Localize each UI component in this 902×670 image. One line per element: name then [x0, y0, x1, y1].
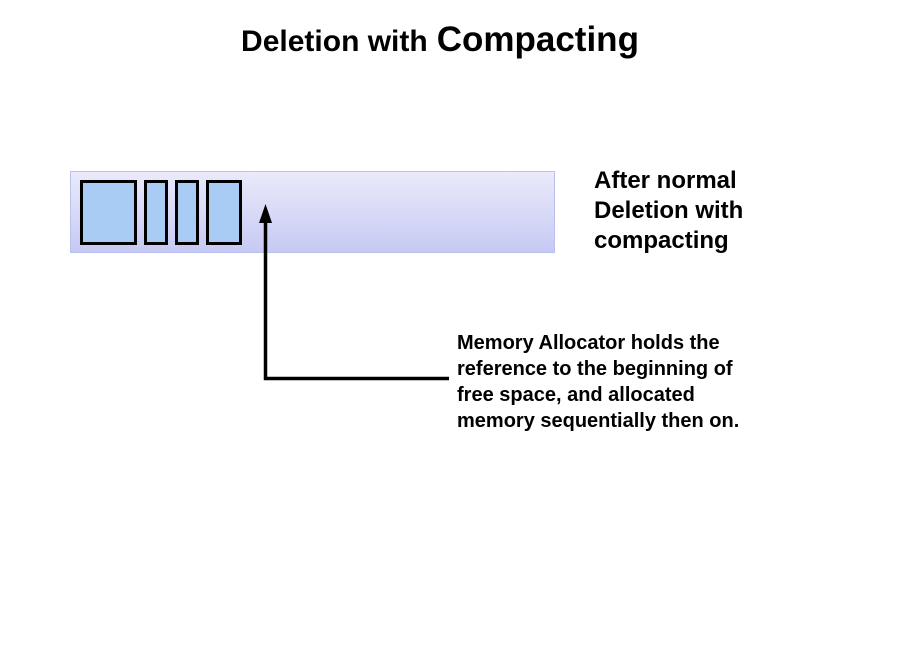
slide-title-emphasis: Compacting	[436, 20, 639, 59]
memory-bar	[70, 171, 555, 253]
memory-block	[80, 179, 137, 245]
memory-block	[175, 179, 199, 245]
memory-bar-label: After normal Deletion with compacting	[594, 167, 744, 254]
memory-block	[144, 179, 168, 245]
allocator-callout-text: Memory Allocator holds the reference to …	[457, 332, 740, 432]
memory-block	[206, 179, 242, 245]
slide-title-prefix: Deletion with	[241, 25, 428, 58]
